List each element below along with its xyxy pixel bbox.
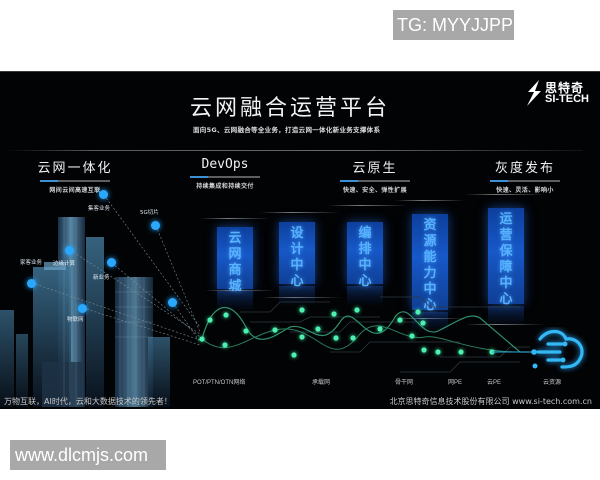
watermark-bottom: www.dlcmjs.com (10, 440, 166, 470)
card-char: 资 (423, 218, 437, 233)
card-char: 网 (228, 247, 242, 262)
pillar-underline (40, 180, 110, 182)
banner-title: 云网融合运营平台 (190, 96, 391, 121)
si-tech-bolt-icon (527, 80, 541, 106)
building-node (151, 221, 160, 230)
label-home-business: 家客业务 (20, 260, 43, 266)
pillar-desc: 持续集成和持续交付 (196, 183, 254, 190)
card-orchestration-center: 编 排 中 心 (347, 222, 383, 289)
pillar-desc: 快速、安全、弹性扩展 (342, 187, 407, 194)
pillar-underline (190, 176, 260, 178)
card-operation-assurance-center: 运 营 保 障 中 心 (488, 208, 524, 307)
banner-subtitle: 面向5G、云网融合等全业务，打造云网一体化新业务支撑体系 (193, 126, 381, 134)
label-network-pe: 网PE (448, 380, 463, 386)
card-char: 中 (499, 276, 513, 291)
building-node (107, 258, 116, 267)
card-char: 保 (499, 244, 513, 259)
logo-en: SI-TECH (545, 93, 589, 105)
card-design-center: 设 计 中 心 (279, 222, 315, 289)
label-enterprise-business: 集客业务 (88, 206, 111, 212)
card-char: 排 (358, 242, 372, 257)
pillar-underline (340, 180, 410, 182)
card-resource-capability-center: 资 源 能 力 中 心 (412, 214, 448, 313)
card-cloud-mall: 云 网 商 城 (217, 227, 253, 294)
label-cloud-resource: 云资源 (543, 380, 562, 386)
label-pot-ptn-otn: POT/PTN/OTN网络 (193, 380, 246, 386)
si-tech-logo: 思特奇 SI-TECH (525, 78, 597, 108)
shelf-line (262, 297, 342, 298)
footer-company: 北京思特奇信息技术股份有限公司 www.si-tech.com.cn (389, 397, 592, 406)
shelf-line (395, 318, 465, 319)
card-char: 中 (290, 258, 304, 273)
pillar-devops: DevOps 持续集成和持续交付 (170, 157, 280, 190)
shelf-line (200, 218, 270, 219)
shelf-line (395, 200, 465, 201)
watermark-top: TG: MYYJJPP (393, 10, 514, 40)
card-reflection (347, 286, 383, 306)
label-bearer-network: 承载网 (312, 380, 331, 386)
card-char: 心 (290, 274, 304, 289)
label-new-business: 新业务 (93, 275, 110, 281)
building-node (99, 190, 108, 199)
city-network-graphic (0, 194, 540, 407)
shelf-line (260, 212, 340, 213)
pillar-desc: 网间云间高速互联 (49, 187, 101, 194)
pillar-heading: 云网一体化 (37, 161, 113, 176)
label-iot: 物联网 (67, 317, 84, 323)
card-reflection (412, 312, 448, 332)
pillar-heading: 云原生 (352, 161, 398, 176)
footer-slogan: 万物互联，AI时代，云和大数据技术的领先者！ (4, 397, 172, 406)
platform-banner: 云网融合运营平台 面向5G、云网融合等全业务，打造云网一体化新业务支撑体系 思特… (0, 71, 600, 409)
card-char: 中 (423, 282, 437, 297)
building-node (65, 246, 74, 255)
pillar-cloud-native: 云原生 快速、安全、弹性扩展 (320, 157, 430, 194)
label-5g-slicing: 5G切片 (140, 210, 159, 216)
card-char: 设 (290, 226, 304, 241)
shelf-line (465, 194, 545, 195)
pillar-underline (490, 180, 560, 182)
card-reflection (279, 286, 315, 306)
card-char: 心 (499, 292, 513, 307)
pillar-heading: 灰度发布 (494, 161, 555, 176)
card-char: 心 (358, 274, 372, 289)
logo-cn: 思特奇 (545, 81, 585, 95)
pillar-desc: 快速、灵活、影响小 (496, 187, 554, 194)
header-divider (8, 150, 583, 151)
card-char: 力 (423, 266, 437, 281)
cloud-network-icon (531, 329, 584, 369)
label-cloud-pe: 云PE (487, 380, 502, 386)
card-char: 心 (423, 298, 437, 313)
card-char: 中 (358, 258, 372, 273)
card-char: 商 (228, 263, 242, 278)
card-char: 源 (423, 234, 437, 249)
card-char: 编 (358, 226, 372, 241)
card-char: 营 (499, 228, 513, 243)
shelf-line (328, 205, 408, 206)
label-edge-computing: 边缘计算 (53, 261, 76, 267)
shelf-line (465, 324, 545, 325)
card-char: 城 (228, 279, 242, 294)
label-backbone-network: 骨干网 (395, 380, 414, 386)
card-char: 运 (499, 212, 513, 227)
card-char: 云 (228, 231, 242, 246)
pillar-gray-release: 灰度发布 快速、灵活、影响小 (470, 157, 580, 194)
card-char: 能 (423, 250, 437, 265)
pillar-cloud-network: 云网一体化 网间云间高速互联 (20, 157, 130, 194)
card-reflection (217, 291, 253, 311)
building-node (168, 298, 177, 307)
building-node (78, 304, 87, 313)
card-char: 计 (290, 242, 304, 257)
card-char: 障 (499, 260, 513, 275)
pillar-heading: DevOps (201, 157, 249, 172)
building-node (27, 279, 36, 288)
shelf-line (205, 290, 275, 291)
card-reflection (488, 306, 524, 326)
